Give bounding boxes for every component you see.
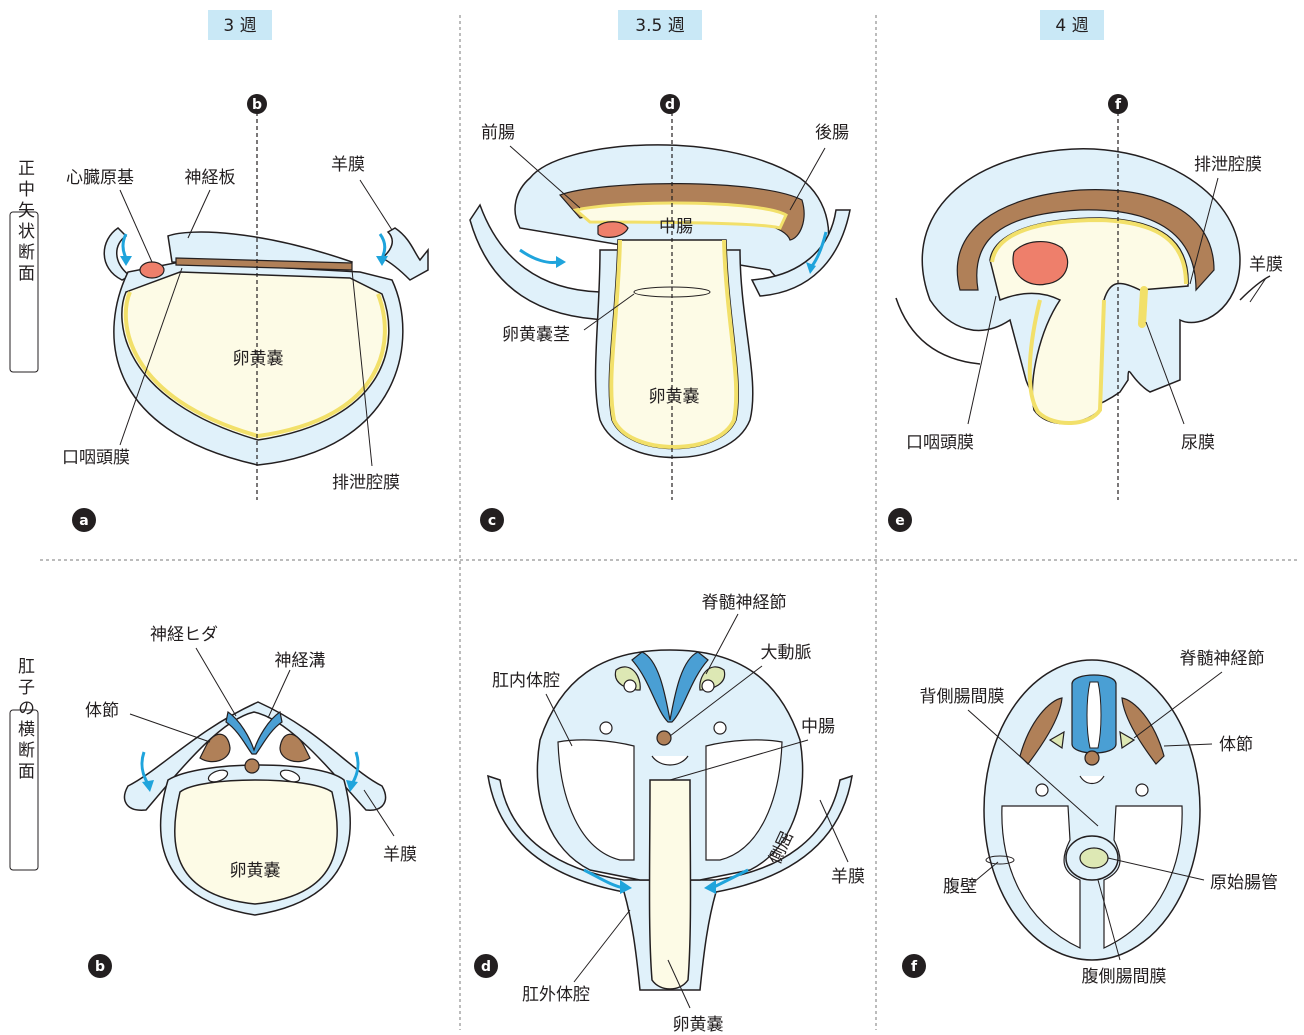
- arrow-left-a: [123, 234, 126, 258]
- panel-f: 脊髄神経節 背側腸間膜 体節 腹壁 原始腸管 腹側腸間膜 f: [902, 649, 1278, 987]
- label-aorta: 大動脈: [761, 643, 812, 663]
- aorta-f: [1085, 751, 1099, 765]
- section-marker-f-top-text: f: [1115, 97, 1122, 113]
- panel-letter-b-text: b: [95, 959, 105, 975]
- label-neural-fold: 神経ヒダ: [150, 625, 218, 645]
- label-amnion-d: 羊膜: [831, 867, 865, 887]
- vessel-2-f: [1136, 784, 1148, 796]
- leader-neural-fold: [196, 648, 236, 716]
- week-label-3-5: 3.5 週: [635, 16, 684, 36]
- label-amnion-b: 羊膜: [383, 845, 417, 865]
- leader-amnion-a: [360, 180, 392, 230]
- arrow-left-c: [520, 250, 558, 263]
- section-marker-b-top-text: b: [252, 97, 262, 113]
- panel-d: 脊髄神経節 大動脈 肛内体腔 中腸 側屈 羊膜 肛外体腔 卵黄嚢 d: [474, 593, 865, 1035]
- label-foregut: 前腸: [481, 123, 515, 143]
- notochord-b: [245, 759, 259, 773]
- heart-e: [1013, 242, 1068, 285]
- leader-amnion-e: [1250, 278, 1266, 302]
- neural-groove-b: [226, 712, 282, 754]
- vessel-1-d: [624, 680, 636, 692]
- label-hindgut: 後腸: [815, 123, 849, 143]
- arrow-left-c-head: [556, 256, 566, 268]
- label-yolk-sac-d: 卵黄嚢: [673, 1015, 724, 1035]
- heart-primordium: [140, 262, 164, 278]
- neural-lumen-f: [1087, 682, 1101, 748]
- label-primitive-gut: 原始腸管: [1210, 873, 1278, 893]
- week-badge-3: 3 週: [208, 10, 272, 40]
- row-label-top: 正中矢状断面: [10, 159, 38, 372]
- section-marker-d-top-text: d: [665, 97, 675, 113]
- label-cloaca-e: 排泄腔膜: [1194, 155, 1262, 175]
- week-label-3: 3 週: [223, 16, 256, 36]
- leader-extra-coelom: [574, 910, 630, 982]
- vessel-1-f: [1036, 784, 1048, 796]
- yolk-sac-d: [650, 780, 691, 989]
- primitive-gut-f: [1080, 848, 1108, 868]
- label-allantois: 尿膜: [1181, 433, 1215, 453]
- panel-letter-d-text: d: [481, 959, 491, 975]
- yolk-sac-c: [609, 240, 738, 449]
- label-oro-a: 口咽頭膜: [62, 448, 130, 468]
- aorta-d: [657, 731, 671, 745]
- leader-neural-plate: [188, 190, 210, 238]
- label-somite-f: 体節: [1219, 735, 1253, 755]
- week-badge-4: 4 週: [1040, 10, 1104, 40]
- label-yolk-sac-c: 卵黄嚢: [649, 387, 700, 407]
- label-extra-coelom: 肛外体腔: [522, 985, 590, 1005]
- week-badge-3-5: 3.5 週: [618, 10, 702, 40]
- label-midgut-c: 中腸: [659, 217, 693, 237]
- panel-letter-a-text: a: [79, 513, 88, 529]
- label-neural-plate: 神経板: [185, 168, 236, 188]
- panel-c: d 前腸 後腸 中腸 卵黄嚢茎 卵黄嚢 c: [470, 94, 850, 532]
- label-amnion-a: 羊膜: [331, 155, 365, 175]
- label-ganglion-d: 脊髄神経節: [702, 593, 787, 613]
- label-cloaca-a: 排泄腔膜: [332, 473, 400, 493]
- vessel-2-d: [702, 680, 714, 692]
- label-yolk-sac-b: 卵黄嚢: [230, 861, 281, 881]
- label-ventral-mesentery: 腹側腸間膜: [1082, 967, 1167, 987]
- arrow-right-a: [380, 234, 385, 258]
- vessel-3-d: [600, 722, 612, 734]
- label-abdominal-wall: 腹壁: [943, 877, 977, 897]
- label-vitelline-duct: 卵黄嚢茎: [502, 325, 570, 345]
- label-heart-primordium: 心臓原基: [66, 168, 134, 188]
- yolk-sac-b: [175, 780, 338, 904]
- label-oro-e: 口咽頭膜: [906, 433, 974, 453]
- panel-e: f 排泄腔膜 羊膜 口咽頭膜 尿膜 e: [888, 94, 1283, 532]
- leader-neural-groove: [268, 670, 290, 718]
- allantois-e: [1142, 290, 1144, 324]
- label-neural-groove: 神経溝: [275, 651, 326, 671]
- leader-somite-b: [130, 714, 210, 742]
- label-somite-b: 体節: [85, 701, 119, 721]
- arrow-left-a-head: [120, 256, 132, 266]
- panel-letter-c-text: c: [488, 513, 496, 529]
- label-midgut-d: 中腸: [801, 717, 835, 737]
- row-label-bottom-text: 肛子の横断面: [14, 657, 35, 783]
- label-dorsal-mesentery: 背側腸間膜: [920, 687, 1005, 707]
- label-intra-coelom: 肛内体腔: [492, 671, 560, 691]
- row-label-top-text: 正中矢状断面: [14, 159, 35, 285]
- row-label-bottom: 肛子の横断面: [10, 657, 38, 870]
- panel-a: b 心臓原基 神経板 羊膜 卵黄嚢 口咽頭膜 排泄腔膜 a: [62, 94, 428, 532]
- label-amnion-e: 羊膜: [1249, 255, 1283, 275]
- panel-letter-f-text: f: [911, 959, 918, 975]
- label-yolk-sac-a: 卵黄嚢: [233, 349, 284, 369]
- panel-letter-e-text: e: [895, 513, 905, 529]
- amnion-right-a: [382, 228, 428, 280]
- label-ganglion-f: 脊髄神経節: [1180, 649, 1265, 669]
- panel-b: 神経ヒダ 神経溝 体節 羊膜 卵黄嚢 b: [85, 625, 417, 978]
- week-label-4: 4 週: [1055, 16, 1088, 36]
- vessel-4-d: [714, 722, 726, 734]
